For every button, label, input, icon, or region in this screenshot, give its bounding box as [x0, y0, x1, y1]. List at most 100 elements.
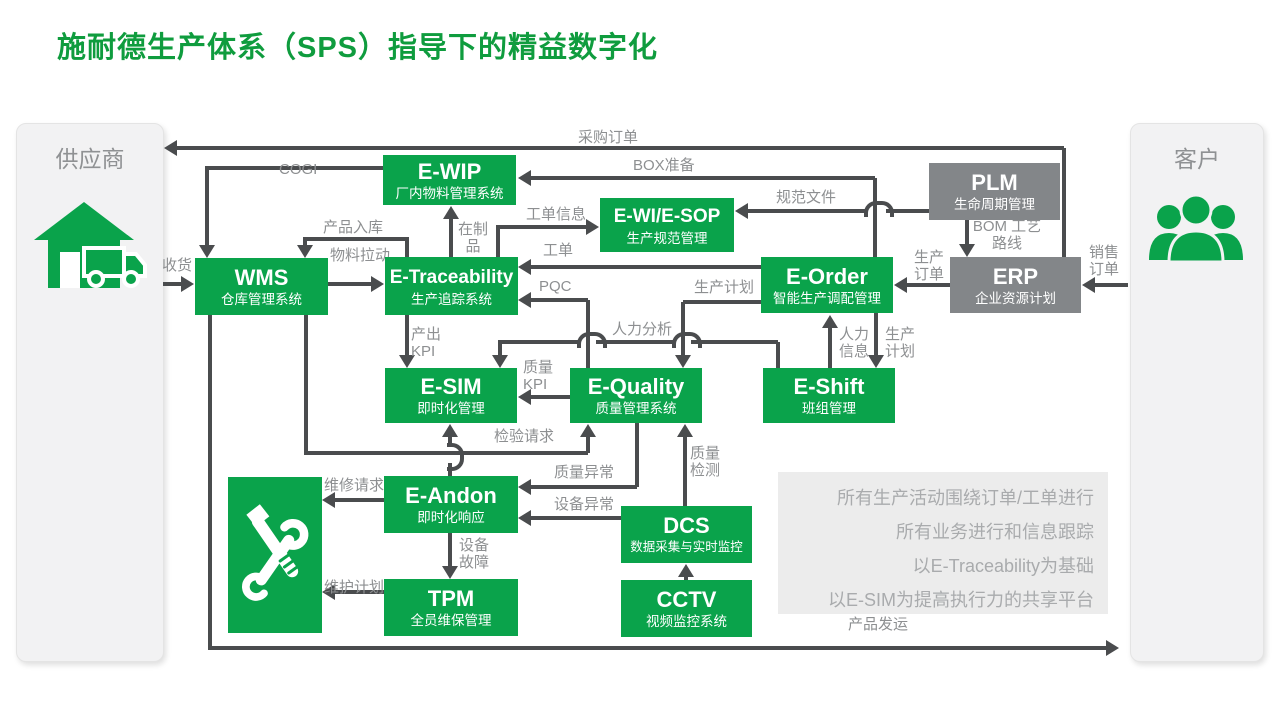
node-maintenance-tools	[228, 477, 322, 633]
edge-label-cogi: COGI	[279, 161, 318, 178]
edge-pqc-arrowhead	[518, 292, 531, 308]
edge-andon-sim-v2	[448, 463, 452, 476]
edge-label-prod-plan-shift: 生产计划	[884, 326, 915, 360]
node-esim-subtitle: 即时化管理	[417, 401, 485, 416]
edge-box-prep-arrowhead	[518, 170, 531, 186]
edge-manpower-info-v	[828, 328, 832, 368]
edge-manpower-analysis-arrowhead	[492, 355, 508, 368]
edge-prod-order-h	[907, 283, 950, 287]
edge-equipment-abnormal-h	[531, 516, 621, 520]
edge-product-inbound-v2	[303, 239, 307, 245]
edge-label-equipment-fault: 设备故障	[458, 537, 489, 571]
edge-manpower-analysis-v2	[498, 342, 502, 355]
edge-receiving-h	[163, 282, 181, 286]
node-tpm: TPM 全员维保管理	[384, 579, 518, 636]
edge-repair-request-arrowhead	[322, 492, 335, 508]
edge-label-pqc: PQC	[539, 278, 572, 295]
edge-product-inbound-h	[303, 237, 409, 241]
edge-manpower-analysis-hop2	[672, 332, 702, 348]
node-erp-subtitle: 企业资源计划	[975, 290, 1056, 306]
edge-label-quality-abnormal: 质量异常	[554, 464, 615, 481]
edge-label-prod-plan-quality: 生产计划	[694, 279, 755, 296]
edge-maintenance-plan-arrowhead	[322, 584, 335, 600]
edge-equipment-fault-arrowhead	[442, 566, 458, 579]
edge-shipment-v	[208, 315, 212, 648]
edge-maintenance-plan-h	[335, 590, 384, 594]
edge-label-work-order: 工单	[543, 242, 574, 259]
node-ewi-esop: E-WI/E-SOP 生产规范管理	[600, 198, 734, 252]
edge-material-pull-arrowhead	[371, 276, 384, 292]
edge-work-order-info-v	[496, 227, 500, 257]
edge-quality-abnormal-h	[531, 485, 637, 489]
edge-label-equipment-abnormal: 设备异常	[554, 496, 615, 513]
supplier-panel-title: 供应商	[55, 146, 125, 172]
edge-quality-inspection-v	[683, 437, 687, 506]
node-wms-subtitle: 仓库管理系统	[221, 292, 302, 307]
edge-label-output-kpi: 产出KPI	[411, 326, 442, 360]
edge-manpower-analysis-hop1	[577, 332, 607, 348]
edge-work-order-h	[531, 265, 761, 269]
edge-prod-plan-quality-h	[683, 300, 761, 304]
edge-label-spec-doc: 规范文件	[776, 189, 837, 206]
node-equality-title: E-Quality	[587, 374, 685, 399]
note-line-4: 以E-SIM为提高执行力的共享平台	[828, 590, 1094, 610]
edge-wip-arrowhead	[443, 206, 459, 219]
node-etraceability: E-Traceability 生产追踪系统	[385, 257, 518, 315]
edge-andon-sim-arrowhead	[442, 424, 458, 437]
edge-product-inbound-v1	[405, 239, 409, 257]
node-erp-title: ERP	[992, 263, 1039, 289]
edge-label-quality-inspection: 质量检测	[689, 445, 720, 479]
node-eandon-title: E-Andon	[405, 483, 497, 508]
node-tpm-title: TPM	[427, 586, 475, 611]
edge-inspection-request-h	[304, 451, 588, 455]
edge-andon-sim-v1	[448, 437, 452, 445]
edge-spec-doc-h1	[748, 209, 866, 213]
edge-work-order-info-h	[496, 225, 586, 229]
node-eshift: E-Shift 班组管理	[763, 368, 895, 423]
edge-work-order-info-arrowhead	[586, 219, 599, 235]
note-line-3: 以E-Traceability为基础	[912, 556, 1094, 576]
node-ewi-esop-title: E-WI/E-SOP	[613, 205, 721, 227]
note-line-1: 所有生产活动围绕订单/工单进行	[837, 488, 1094, 508]
node-esim-title: E-SIM	[420, 374, 482, 399]
edge-label-inspection-request: 检验请求	[494, 428, 555, 445]
edge-label-product-inbound: 产品入库	[323, 219, 384, 236]
node-erp: ERP 企业资源计划	[950, 257, 1081, 313]
node-eshift-title: E-Shift	[793, 374, 865, 399]
edge-work-order-arrowhead	[518, 259, 531, 275]
edge-label-shipment: 产品发运	[848, 616, 909, 633]
edge-manpower-analysis-v1	[776, 342, 780, 368]
edge-equipment-abnormal-arrowhead	[518, 510, 531, 526]
page-title: 施耐德生产体系（SPS）指导下的精益数字化	[57, 32, 659, 64]
node-eorder-subtitle: 智能生产调配管理	[773, 290, 881, 306]
node-eandon-subtitle: 即时化响应	[417, 510, 485, 525]
edge-prod-plan-quality-arrowhead	[675, 355, 691, 368]
edge-andon-sim-hop	[447, 443, 464, 471]
note-line-2: 所有业务进行和信息跟踪	[896, 522, 1094, 542]
edge-manpower-analysis-h2	[596, 340, 675, 344]
edge-box-prep-v	[873, 178, 877, 257]
node-esim: E-SIM 即时化管理	[385, 368, 517, 423]
node-eshift-subtitle: 班组管理	[802, 401, 856, 416]
edge-manpower-analysis-h1	[498, 340, 580, 344]
edge-prod-plan-shift-arrowhead	[868, 355, 884, 368]
edge-sales-order-arrowhead	[1082, 277, 1095, 293]
edge-cctv-dcs-arrowhead	[678, 564, 694, 577]
customer-people-icon	[1149, 193, 1243, 264]
edge-product-inbound-arrowhead	[297, 245, 313, 258]
edge-inspection-request-v2	[586, 437, 590, 453]
edge-prod-plan-quality-v	[681, 302, 685, 355]
node-plm-subtitle: 生命周期管理	[954, 197, 1035, 212]
node-eorder-title: E-Order	[786, 263, 868, 289]
node-tpm-subtitle: 全员维保管理	[410, 613, 492, 628]
edge-equipment-fault-v	[448, 533, 452, 566]
edge-pqc-h	[531, 298, 588, 302]
edge-quality-abnormal-v	[635, 423, 639, 487]
edge-bom-route-arrowhead	[959, 244, 975, 257]
tools-icon	[242, 504, 309, 601]
edge-label-manpower-analysis: 人力分析	[612, 321, 673, 338]
node-dcs-subtitle: 数据采集与实时监控	[630, 540, 743, 554]
customer-panel-title: 客户	[1174, 146, 1220, 172]
node-eorder: E-Order 智能生产调配管理	[761, 257, 893, 313]
